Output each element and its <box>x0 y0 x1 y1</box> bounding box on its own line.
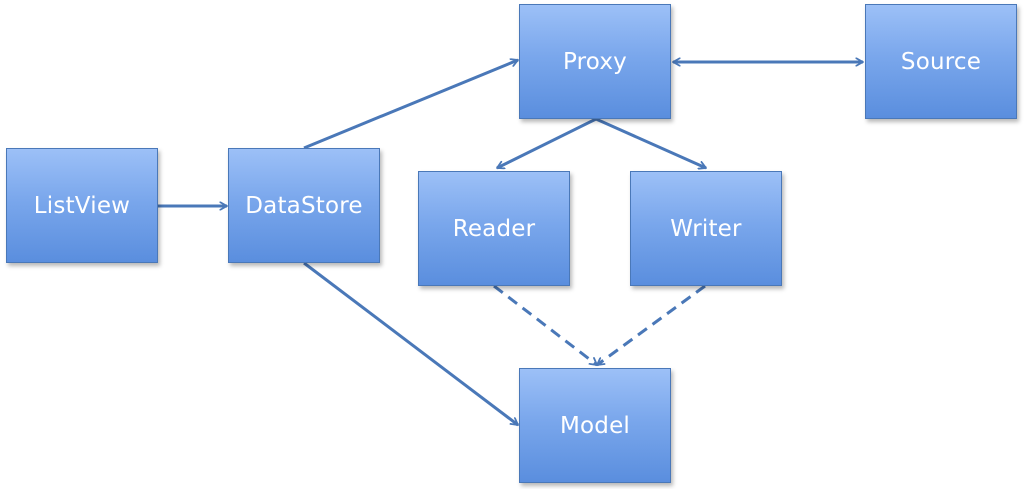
node-datastore-label: DataStore <box>245 192 363 219</box>
node-source-label: Source <box>900 48 982 75</box>
node-listview-label: ListView <box>33 192 131 219</box>
edge-writer-model <box>597 284 706 367</box>
node-writer: Writer <box>630 171 782 286</box>
edge-proxy-reader <box>497 117 597 170</box>
edge-datastore-proxy <box>303 60 518 150</box>
node-listview: ListView <box>6 148 158 263</box>
node-writer-label: Writer <box>670 215 742 242</box>
edge-reader-model <box>493 284 598 367</box>
node-reader: Reader <box>418 171 570 286</box>
node-datastore: DataStore <box>228 148 380 263</box>
edge-datastore-model <box>303 261 519 427</box>
node-source: Source <box>865 4 1017 119</box>
node-model: Model <box>519 368 671 483</box>
edge-proxy-writer <box>595 117 706 168</box>
node-model-label: Model <box>559 412 631 439</box>
node-reader-label: Reader <box>452 215 536 242</box>
node-proxy-label: Proxy <box>562 48 627 75</box>
node-proxy: Proxy <box>519 4 671 119</box>
